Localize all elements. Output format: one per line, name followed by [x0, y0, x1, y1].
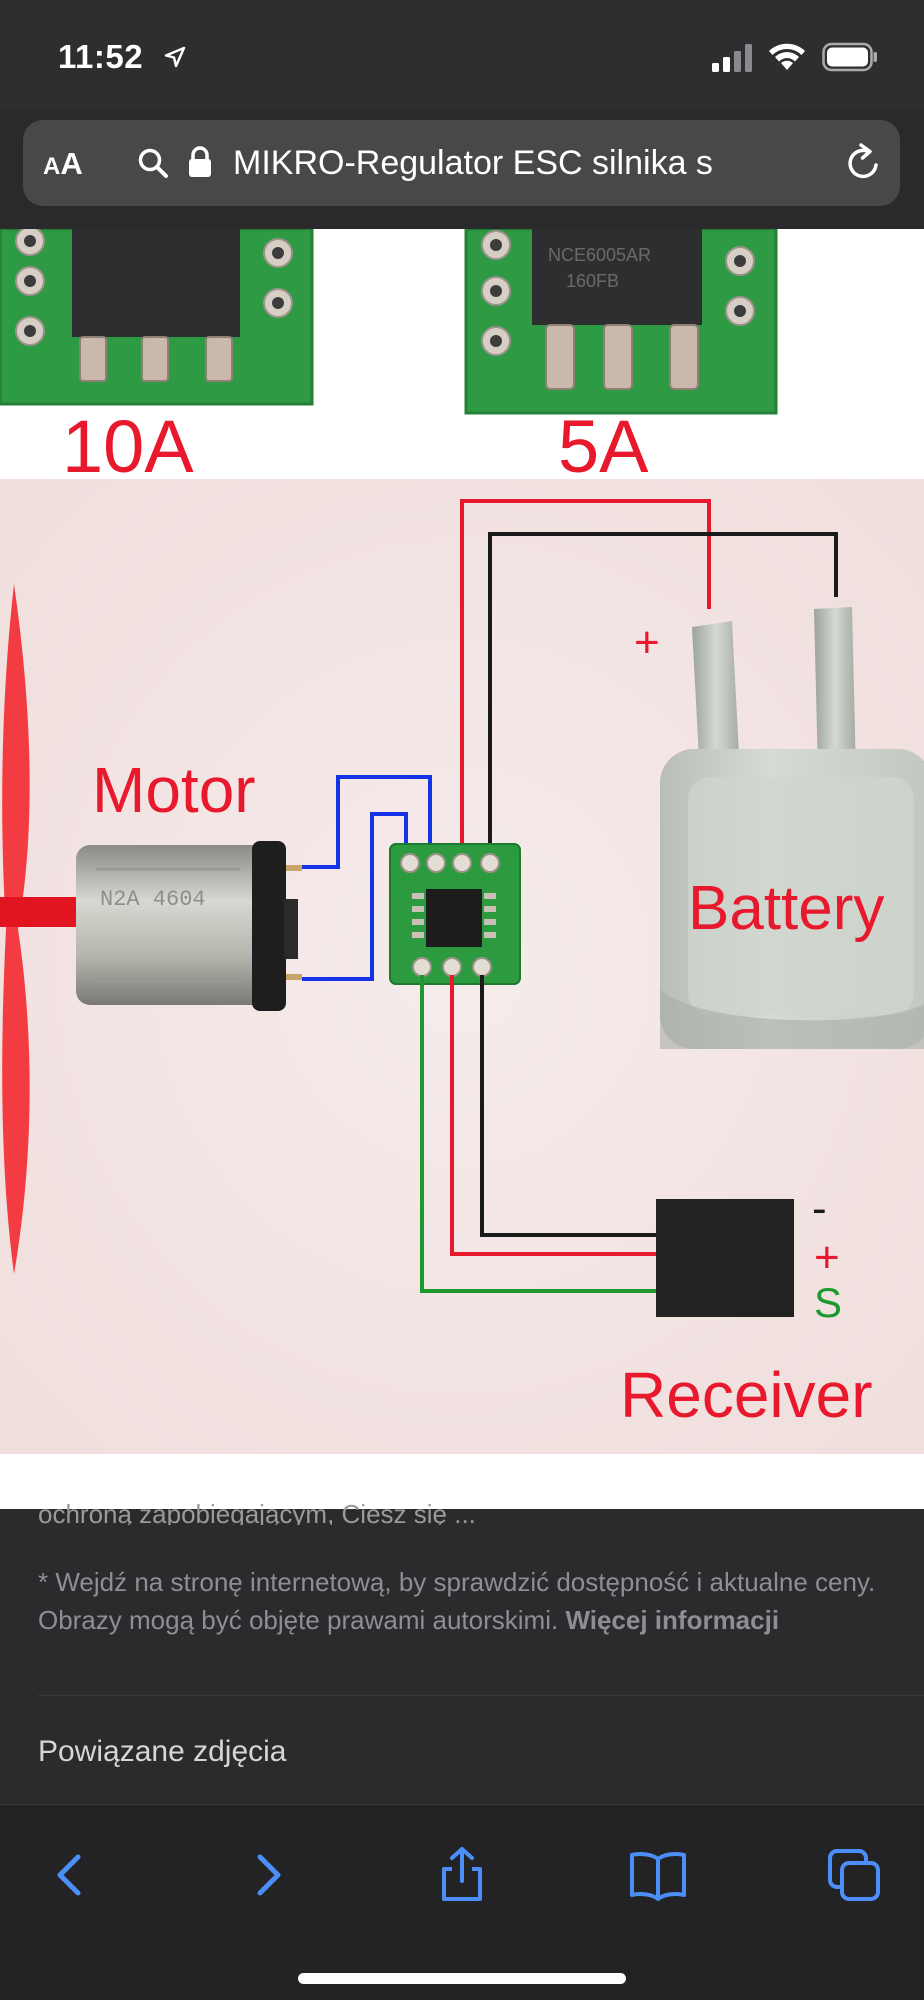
- battery: [660, 607, 924, 1049]
- label-10a: 10A: [62, 405, 194, 488]
- status-bar: 11:52: [0, 0, 924, 110]
- label-receiver: Receiver: [620, 1359, 873, 1431]
- text-size-button[interactable]: AA: [43, 142, 83, 186]
- lock-icon: [189, 146, 211, 177]
- page-title-url[interactable]: MIKRO-Regulator ESC silnika s: [233, 144, 713, 182]
- battery-wires: [460, 499, 838, 864]
- board-10a: [0, 229, 314, 406]
- chevron-left-icon[interactable]: [40, 1845, 100, 1905]
- esc-board: [389, 843, 521, 985]
- bottom-toolbar: [0, 1804, 924, 2000]
- motor-wires: [302, 775, 432, 981]
- image-details: ochroną zapobiegającym, Ciesz się ... * …: [0, 1499, 924, 1804]
- motor-marking: N2A 4604: [100, 887, 206, 912]
- home-indicator: [298, 1973, 626, 1984]
- receiver-wires: [420, 975, 660, 1293]
- more-info-link[interactable]: Więcej informacji: [565, 1605, 780, 1635]
- receiver-box: [656, 1199, 794, 1317]
- status-time: 11:52: [58, 38, 144, 75]
- label-battery-plus: +: [634, 618, 660, 667]
- product-image[interactable]: NCE6005AR 160FB 10A 5A N2A 4604: [0, 229, 924, 1509]
- wifi-icon: [769, 43, 805, 70]
- chip-marking-1: NCE6005AR: [548, 245, 651, 265]
- book-icon[interactable]: [628, 1845, 688, 1905]
- related-images-heading[interactable]: Powiązane zdjęcia: [38, 1735, 287, 1768]
- location-arrow-icon: [164, 46, 186, 68]
- propeller: [0, 584, 76, 1274]
- label-motor: Motor: [92, 754, 256, 826]
- disclaimer-body: * Wejdź na stronę internetową, by sprawd…: [38, 1567, 876, 1635]
- chevron-right-icon[interactable]: [238, 1845, 298, 1905]
- label-receiver-minus: -: [812, 1184, 827, 1233]
- label-receiver-signal: S: [814, 1279, 842, 1326]
- search-icon: [138, 148, 168, 178]
- cellular-signal-icon: [712, 44, 752, 72]
- disclaimer-text: * Wejdź na stronę internetową, by sprawd…: [38, 1563, 888, 1639]
- label-5a: 5A: [558, 405, 649, 488]
- label-receiver-plus: +: [814, 1233, 840, 1282]
- label-battery: Battery: [688, 874, 884, 943]
- tabs-icon[interactable]: [824, 1845, 884, 1905]
- board-5a: NCE6005AR 160FB: [464, 229, 778, 415]
- motor: N2A 4604: [76, 841, 302, 1011]
- chip-marking-2: 160FB: [566, 271, 619, 291]
- address-bar[interactable]: AA MIKRO-Regulator ESC silnika s: [23, 120, 900, 206]
- reload-icon[interactable]: [843, 142, 885, 184]
- text-size-big-label: A: [60, 146, 83, 181]
- esc-wiring-diagram: NCE6005AR 160FB 10A 5A N2A 4604: [0, 229, 924, 1509]
- share-icon[interactable]: [432, 1845, 492, 1905]
- battery-icon: [822, 42, 877, 72]
- description-cut-text: ochroną zapobiegającym, Ciesz się ...: [38, 1499, 476, 1525]
- text-size-small-label: A: [43, 153, 61, 180]
- divider: [38, 1695, 924, 1696]
